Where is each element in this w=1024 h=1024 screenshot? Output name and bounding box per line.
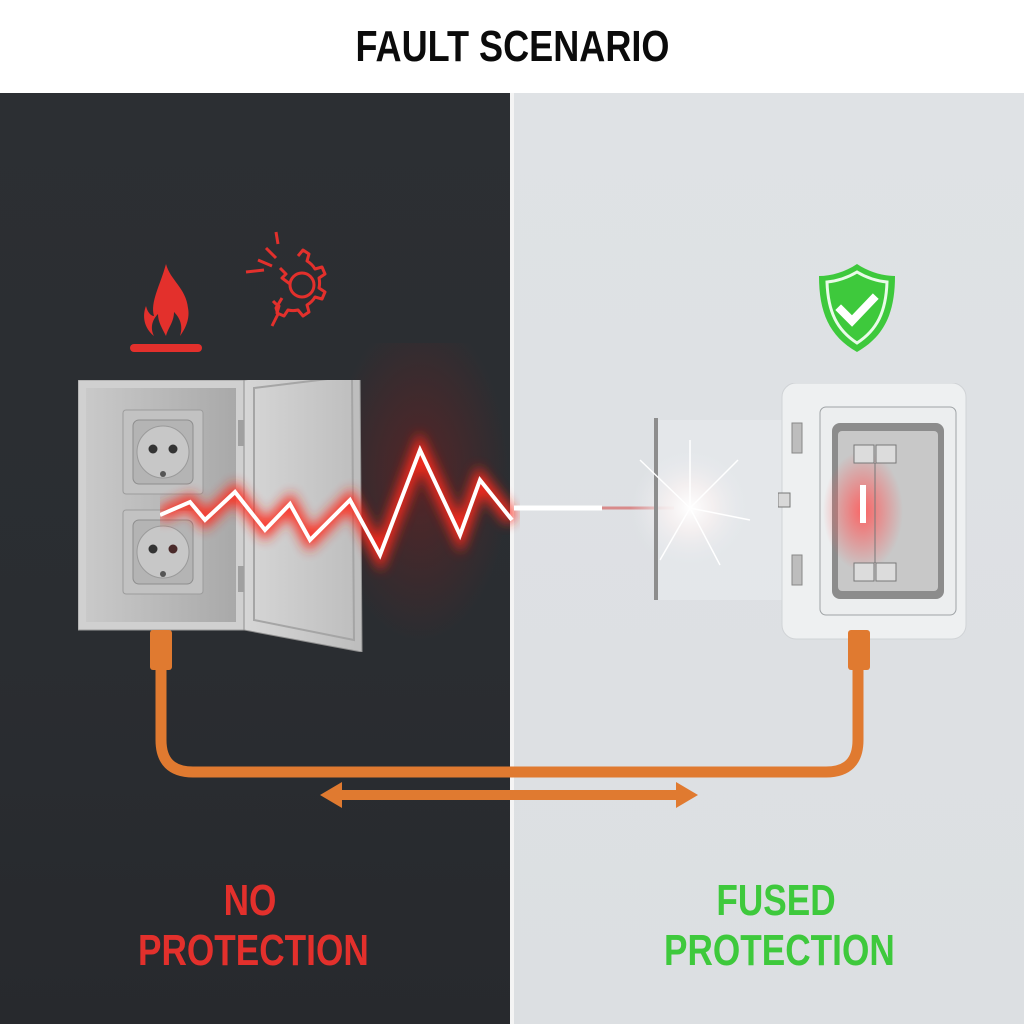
diagram-title: FAULT SCENARIO [0,0,1024,93]
fused-protection-label: FUSED PROTECTION [636,876,916,976]
label-line-1: FUSED [716,876,836,925]
socket-top [122,409,204,495]
broken-gear-icon [236,228,336,338]
double-headed-arrow [320,780,700,810]
title-text: FAULT SCENARIO [354,21,670,71]
socket-bottom [122,509,204,595]
shield-check-icon [815,262,899,354]
fire-hazard-icon [128,262,204,354]
fuse-box [778,383,970,641]
spark-burst [620,410,790,610]
connecting-cable [0,620,1024,820]
label-line-1: NO [223,876,277,925]
panel-divider [510,93,514,1024]
red-zigzag-arc [160,420,520,580]
label-line-2: PROTECTION [664,926,895,975]
no-protection-label: NO PROTECTION [110,876,390,976]
label-line-2: PROTECTION [138,926,369,975]
